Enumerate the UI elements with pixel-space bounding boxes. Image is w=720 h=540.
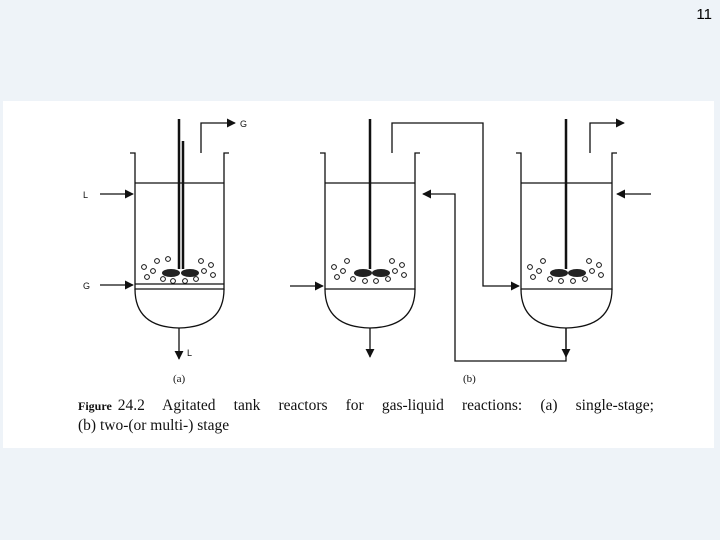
tank-b2-impeller (550, 269, 586, 277)
slide-number: 11 (696, 6, 712, 23)
label-gas-out: G (240, 119, 247, 129)
tank-a-agitator (177, 119, 185, 269)
caption-line-1-text: 24.2 Agitated tank reactors for gas-liqu… (117, 397, 654, 414)
caption-line-1: Figure 24.2 Agitated tank reactors for ga… (78, 396, 654, 416)
tank-a-bubbles (141, 256, 216, 284)
tank-a-streams (100, 118, 236, 360)
caption-line-2: (b) two-(or multi-) stage (78, 417, 230, 434)
tank-a-impeller (162, 269, 199, 277)
label-liquid-out: L (187, 348, 192, 358)
tank-b2-bubbles (527, 258, 604, 284)
caption-figure-word: Figure (78, 399, 112, 413)
label-sub-b: (b) (463, 373, 476, 385)
label-sub-a: (a) (173, 373, 186, 385)
label-gas-in: G (83, 281, 90, 291)
tank-b1-impeller (354, 269, 390, 277)
tank-b1-bubbles (331, 258, 407, 284)
figure-caption: Figure 24.2 Agitated tank reactors for ga… (78, 396, 654, 435)
label-liquid-in: L (83, 190, 88, 200)
figure-image: G L G L (a) (3, 101, 714, 448)
reactor-diagram: G L G L (a) (83, 118, 651, 385)
stage-b-streams (290, 118, 651, 362)
